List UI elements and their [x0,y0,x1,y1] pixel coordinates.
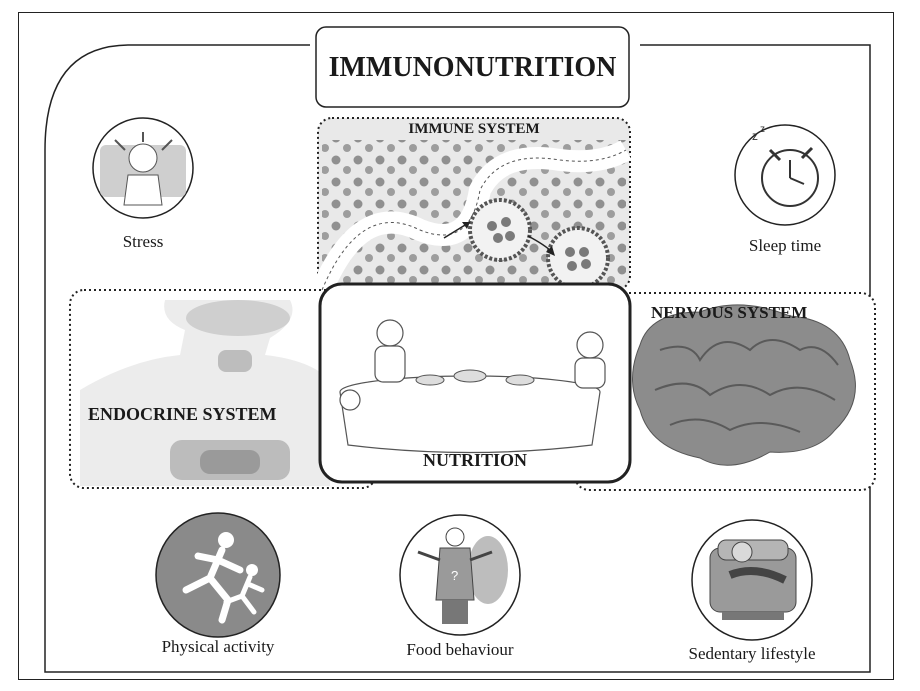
svg-text:z: z [752,129,758,143]
svg-text:z: z [760,124,765,135]
immune-system-panel [318,118,630,290]
vesicle-1 [470,200,530,260]
thyroid-shape [218,350,252,372]
sedentary-icon [692,520,812,640]
page-title: IMMUNONUTRITION [316,52,629,84]
physical-activity-caption: Physical activity [138,637,298,657]
sleep-time-caption: Sleep time [735,236,835,256]
food-behaviour-icon: ? [400,515,520,635]
person-right-head [577,332,603,358]
stress-icon [93,118,193,218]
sleep-icon: z z [735,124,835,225]
brain-shape [186,300,290,336]
child-head [340,390,360,410]
svg-text:?: ? [451,568,458,583]
person-left-head [377,320,403,346]
nutrition-label: NUTRITION [320,450,630,471]
food-behaviour-caption: Food behaviour [390,640,530,660]
immune-system-label: IMMUNE SYSTEM [318,121,630,138]
sedentary-lifestyle-caption: Sedentary lifestyle [672,644,832,664]
running-icon [156,513,280,637]
nervous-system-label: NERVOUS SYSTEM [651,303,807,323]
endocrine-system-label: ENDOCRINE SYSTEM [88,404,277,425]
vesicle-2 [548,228,608,288]
stress-caption: Stress [93,232,193,252]
